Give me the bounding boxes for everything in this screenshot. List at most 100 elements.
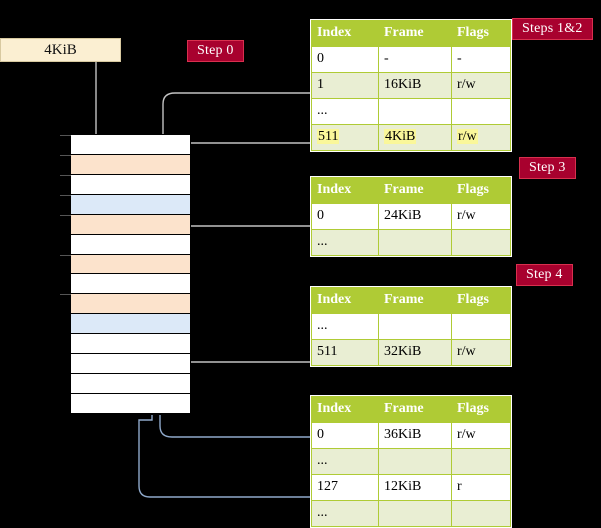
memory-frame-row [71, 194, 190, 215]
table-cell-flags: r/w [451, 124, 511, 151]
table-cell-frame: 16KiB [378, 72, 452, 99]
memory-frame-row [71, 174, 190, 195]
table-row: ... [311, 98, 511, 125]
table-cell-flags [451, 448, 511, 475]
table-cell-index: ... [311, 229, 379, 256]
memory-tick-mark [60, 175, 71, 176]
table-cell-flags: - [451, 46, 511, 73]
badge-step-4: Step 4 [516, 264, 573, 286]
badge-steps-1-2-label: Steps 1&2 [522, 20, 583, 36]
table-cell-index: 511 [311, 124, 379, 151]
column-header-index: Index [311, 287, 379, 314]
badge-step-3: Step 3 [519, 157, 576, 179]
memory-frame-row [71, 374, 190, 394]
badge-step-0-label: Step 0 [197, 42, 234, 58]
memory-frame-row [71, 294, 190, 315]
table-row: 0-- [311, 46, 511, 73]
label-box-4kib: 4KiB [0, 38, 121, 62]
table-cell-index: 511 [311, 339, 379, 366]
memory-frame-row [71, 254, 190, 275]
table-row: ... [311, 448, 511, 475]
table-row: ... [311, 500, 511, 527]
column-header-frame: Frame [378, 396, 452, 423]
column-header-flags: Flags [451, 396, 511, 423]
table-cell-flags: r/w [451, 72, 511, 99]
table-cell-flags: r/w [451, 339, 511, 366]
column-header-flags: Flags [451, 287, 511, 314]
column-header-frame: Frame [378, 20, 452, 47]
table-row: ... [311, 229, 511, 256]
column-header-flags: Flags [451, 20, 511, 47]
table-cell-index: ... [311, 448, 379, 475]
table-cell-flags: r [451, 474, 511, 501]
table-cell-frame [378, 500, 452, 527]
table-cell-flags: r/w [451, 422, 511, 449]
memory-tick-mark [60, 135, 71, 136]
table-cell-frame: 36KiB [378, 422, 452, 449]
table-cell-index: 0 [311, 46, 379, 73]
memory-frame-row [71, 334, 190, 355]
table-cell-flags [451, 98, 511, 125]
memory-tick-mark [60, 155, 71, 156]
memory-frame-row [71, 154, 190, 175]
table-cell-flags: r/w [451, 203, 511, 230]
memory-tick-mark [60, 294, 71, 295]
table-cell-flags [451, 500, 511, 527]
memory-frame-row [71, 214, 190, 235]
memory-column [60, 134, 191, 415]
memory-frame-row [71, 393, 190, 414]
badge-steps-1-2: Steps 1&2 [512, 18, 593, 40]
table-cell-flags [451, 229, 511, 256]
memory-tick-mark [60, 195, 71, 196]
memory-tick-mark [60, 255, 71, 256]
table-cell-frame: - [378, 46, 452, 73]
memory-frame-row [71, 314, 190, 335]
highlighted-value: r/w [457, 129, 478, 144]
table-cell-frame: 4KiB [378, 124, 452, 151]
table-cell-index: 0 [311, 422, 379, 449]
badge-step-4-label: Step 4 [526, 266, 563, 282]
table-cell-frame [378, 313, 452, 340]
column-header-frame: Frame [378, 177, 452, 204]
highlighted-value: 511 [317, 129, 340, 144]
table-cell-index: 0 [311, 203, 379, 230]
table-cell-frame [378, 98, 452, 125]
table-cell-index: ... [311, 313, 379, 340]
column-header-flags: Flags [451, 177, 511, 204]
table-cell-index: ... [311, 98, 379, 125]
table-cell-frame [378, 448, 452, 475]
memory-frame-row [71, 135, 190, 155]
table-cell-index: ... [311, 500, 379, 527]
column-header-index: Index [311, 396, 379, 423]
memory-frame-row [71, 274, 190, 295]
label-box-text: 4KiB [44, 41, 77, 58]
table-cell-frame: 12KiB [378, 474, 452, 501]
table-row: 511 4KiB r/w [311, 124, 511, 151]
column-header-index: Index [311, 177, 379, 204]
memory-tick-mark [60, 215, 71, 216]
table-cell-frame [378, 229, 452, 256]
table-cell-frame: 24KiB [378, 203, 452, 230]
badge-step-0: Step 0 [187, 40, 244, 62]
table-row: ... [311, 313, 511, 340]
column-header-frame: Frame [378, 287, 452, 314]
table-cell-flags [451, 313, 511, 340]
badge-step-3-label: Step 3 [529, 159, 566, 175]
table-cell-index: 127 [311, 474, 379, 501]
memory-frame-row [71, 234, 190, 255]
table-cell-frame: 32KiB [378, 339, 452, 366]
table-cell-index: 1 [311, 72, 379, 99]
